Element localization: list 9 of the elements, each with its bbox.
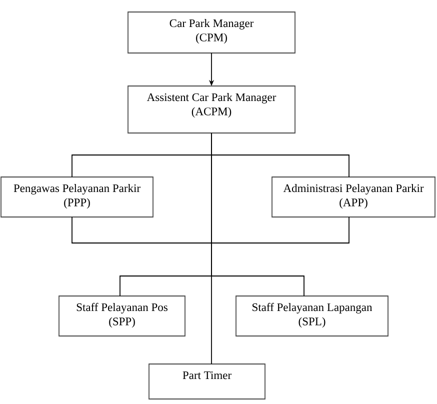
- connector-line: [211, 132, 212, 364]
- org-box: Staff Pelayanan Pos (SPP): [58, 296, 186, 336]
- org-box: Pengawas Pelayanan Parkir (PPP): [0, 176, 154, 218]
- org-box: Administrasi Pelayanan Parkir (APP): [272, 176, 436, 218]
- connector-line: [72, 216, 350, 244]
- org-box: Staff Pelayanan Lapangan (SPL): [236, 296, 388, 336]
- org-box: Car Park Manager (CPM): [128, 12, 296, 54]
- org-box: Assistent Car Park Manager (ACPM): [128, 86, 296, 134]
- org-box: Part Timer: [148, 364, 266, 400]
